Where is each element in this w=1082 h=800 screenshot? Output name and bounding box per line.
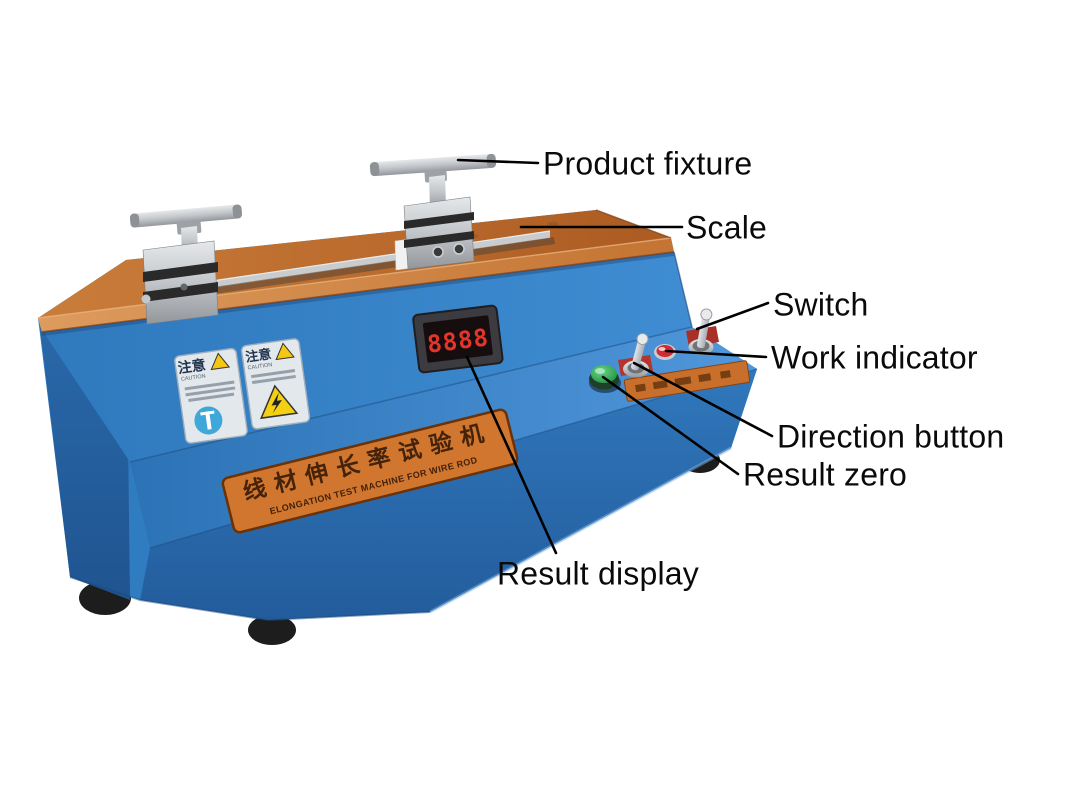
product-fixture-left [129, 204, 243, 325]
leader-lines [456, 158, 774, 555]
strip-mark [635, 383, 646, 393]
fixture-hole [432, 246, 444, 258]
caution-subtitle: CAUTION [247, 362, 272, 371]
foot-middle [248, 615, 296, 645]
caution-text-line [184, 380, 235, 391]
blue-icon-glyph [200, 410, 215, 416]
toggle-lever [697, 314, 710, 349]
toggle-tip [636, 332, 649, 345]
leader-result-display [465, 355, 558, 555]
top-hole [547, 221, 559, 227]
label-result-zero: Result zero [743, 456, 908, 493]
fixture-block [142, 240, 219, 325]
caution-label-1: 注意 CAUTION [174, 347, 248, 444]
caution-label-2: 注意 CAUTION [240, 338, 311, 430]
fixture-hole [453, 243, 465, 255]
lip-highlight [37, 237, 672, 319]
label-scale: Scale [686, 209, 768, 246]
leader-work-indicator [664, 349, 768, 359]
fixture-groove [404, 231, 474, 248]
warning-triangle-icon [210, 352, 231, 371]
fixture-knob [141, 294, 151, 304]
leader-direction-button [632, 361, 774, 438]
handle-end [232, 204, 243, 219]
label-switch: Switch [773, 286, 869, 323]
label-result-display: Result display [497, 555, 700, 592]
bottom-edge [69, 576, 431, 622]
fixture-groove [143, 282, 218, 302]
edge-right [673, 251, 693, 328]
result-zero-button [591, 365, 617, 383]
lightning-bolt-icon [271, 392, 282, 414]
leader-product-fixture [456, 158, 540, 165]
caution-text-line [185, 386, 236, 397]
caution-text-line [188, 392, 235, 403]
leader-result-zero [601, 375, 740, 476]
caution-text-line [251, 374, 296, 385]
label-product-fixture: Product fixture [543, 145, 753, 182]
fixture-stem [429, 175, 446, 209]
toggle-tip [700, 308, 713, 321]
nameplate-plate [221, 408, 519, 534]
result-display: 8888 [412, 304, 504, 374]
power-switch-toggle [697, 308, 713, 349]
caution-title: 注意 [177, 356, 207, 377]
warning-triangle-icon [275, 342, 295, 361]
fixture-groove [404, 212, 474, 229]
caution-title: 注意 [245, 346, 273, 365]
product-fixture-right [369, 153, 497, 270]
strip-mark [719, 370, 731, 379]
ruler-highlight [157, 230, 551, 290]
control-panel [589, 308, 719, 393]
button-highlight [595, 368, 605, 374]
fold-line-upper [129, 326, 693, 463]
fixture-screw [180, 283, 188, 291]
lamp-highlight [658, 347, 666, 351]
label-work-indicator: Work indicator [771, 339, 978, 376]
fixture-t-handle [130, 204, 242, 228]
machine-base-face [140, 369, 757, 620]
leader-switch [695, 301, 770, 331]
bottom-bevel [429, 446, 732, 614]
strip-mark [698, 373, 712, 383]
handle-end [369, 162, 380, 177]
caution-text-line [251, 369, 296, 379]
label-direction-button: Direction button [777, 418, 1005, 455]
caution-subtitle: CAUTION [181, 373, 206, 382]
strip-mark [652, 380, 668, 390]
strip-mark [674, 376, 692, 386]
top-right-edge [595, 209, 672, 239]
blue-icon-glyph [205, 411, 212, 430]
display-screen [422, 315, 493, 363]
handle-end [129, 213, 140, 228]
fixture-groove [143, 262, 218, 282]
